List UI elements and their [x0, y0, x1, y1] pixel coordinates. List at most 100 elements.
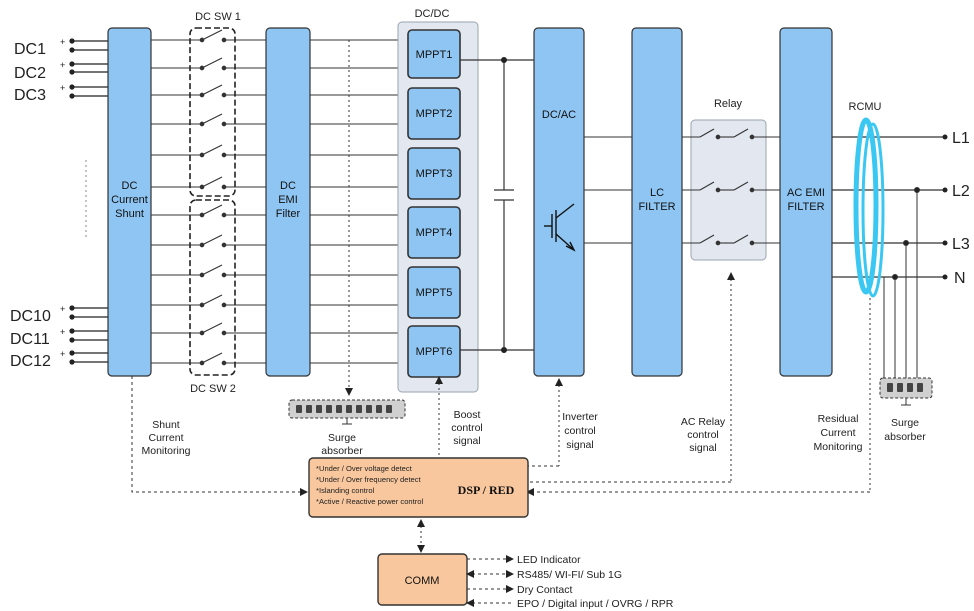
ac-relay-signal-note: AC Relay control signal [681, 416, 726, 454]
dc-emi-label-2: EMI [278, 194, 298, 206]
shunt-note-1: Shunt [152, 419, 180, 431]
comm-arrowheads [466, 555, 514, 607]
input-label-dc10: DC10 [10, 308, 51, 325]
relay-note-2: control [687, 429, 719, 441]
dsp-comm-arrow-down [417, 545, 425, 553]
igbt-icon [544, 203, 576, 252]
plus-sign: + [60, 37, 65, 47]
ac-output-wires [832, 136, 945, 278]
mppt5-block [407, 266, 461, 319]
dsp-note-4: *Active / Reactive power control [316, 497, 424, 506]
dsp-note-1: *Under / Over voltage detect [316, 464, 413, 473]
mppt3-label: MPPT3 [416, 168, 453, 180]
mppt6-block [407, 325, 461, 378]
mppt1-block [407, 29, 461, 79]
switch-wires [151, 39, 266, 364]
input-label-dc2: DC2 [14, 65, 46, 82]
comm-output-lines [467, 558, 512, 604]
dc-emi-filter-block: DC EMI Filter [265, 27, 311, 377]
inverter-note-3: signal [566, 439, 593, 451]
surge-absorber-left: Surge absorber [288, 399, 406, 457]
rcmu-to-dsp-arrow [526, 488, 534, 496]
shunt-note-3: Monitoring [141, 445, 190, 457]
dcdc-title: DC/DC [415, 8, 450, 20]
lc-label-2: FILTER [638, 201, 675, 213]
dsp-label: DSP / RED [458, 483, 515, 497]
boost-signal-arrow [435, 376, 443, 384]
plus-sign: + [60, 327, 65, 337]
dcac-lc-wires [584, 136, 632, 244]
mppt1-label: MPPT1 [416, 49, 453, 61]
dc-sw1-group: DC SW 1 [189, 11, 241, 197]
dcac-block: DC/AC [533, 27, 585, 377]
plus-sign: + [60, 304, 65, 314]
dsp-comm-arrow-up [417, 519, 425, 527]
mppt3-block [407, 147, 461, 200]
inverter-signal-arrow [555, 378, 563, 386]
emi-mppt-wires [310, 39, 408, 364]
shunt-note-2: Current [148, 432, 183, 444]
dc-sw1-label: DC SW 1 [195, 11, 241, 23]
boost-note-1: Boost [454, 409, 481, 421]
output-label-l2: L2 [952, 183, 970, 200]
mppt2-label: MPPT2 [416, 108, 453, 120]
dcac-label: DC/AC [542, 109, 576, 121]
rcmu-sensor: RCMU [849, 101, 885, 298]
mppt2-block [407, 87, 461, 140]
boost-note-3: signal [453, 435, 480, 447]
rcmu-label: RCMU [849, 101, 882, 113]
comm-block: COMM [377, 553, 468, 606]
surge-right-label-1: Surge [891, 417, 919, 429]
dc-bus [460, 59, 534, 351]
bus-node [501, 347, 507, 353]
relay-signal-arrow [727, 272, 735, 280]
relay-title: Relay [714, 98, 743, 110]
surge-left-label-1: Surge [328, 432, 356, 444]
input-label-dc12: DC12 [10, 353, 51, 370]
relay-contacts [682, 128, 780, 246]
boost-signal-note: Boost control signal [451, 409, 483, 447]
dsp-red-block: *Under / Over voltage detect *Under / Ov… [308, 457, 529, 518]
output-label-l1: L1 [952, 130, 970, 147]
plus-sign: + [60, 83, 65, 93]
control-signal-lines [131, 376, 870, 493]
surge-right-label-2: absorber [884, 431, 926, 443]
mppt4-block [407, 206, 461, 259]
inverter-note-2: control [564, 425, 596, 437]
input-label-dc1: DC1 [14, 41, 46, 58]
shunt-label-3: Shunt [115, 208, 144, 220]
residual-current-note: Residual Current Monitoring [813, 413, 862, 453]
surge-absorber-right: Surge absorber [879, 377, 933, 443]
input-label-dc11: DC11 [10, 331, 50, 348]
boost-note-2: control [451, 422, 483, 434]
ac-emi-label-2: FILTER [787, 201, 824, 213]
dsp-note-3: *Islanding control [316, 486, 375, 495]
inverter-note-1: Inverter [562, 411, 598, 423]
plus-sign: + [60, 349, 65, 359]
ac-emi-filter-block: AC EMI FILTER [779, 27, 833, 377]
shunt-monitoring-note: Shunt Current Monitoring [141, 419, 190, 457]
surge-left-label-2: absorber [321, 445, 363, 457]
shunt-to-dsp-arrow [300, 488, 308, 496]
ac-emi-label-1: AC EMI [787, 187, 825, 199]
dc-sw2-group: DC SW 2 [189, 199, 236, 395]
mppt-blocks: MPPT1 MPPT2 MPPT3 MPPT4 MPPT5 MPPT6 [407, 29, 461, 378]
bus-node [501, 57, 507, 63]
switch-contacts [199, 29, 227, 366]
comm-output-epo: EPO / Digital input / OVRG / RPR [517, 598, 674, 610]
residual-note-2: Current [820, 427, 855, 439]
lc-label-1: LC [650, 187, 664, 199]
comm-output-rs485: RS485/ WI-FI/ Sub 1G [517, 569, 622, 581]
dc-current-shunt-block: DC Current Shunt [107, 27, 152, 377]
dc-sw2-label: DC SW 2 [190, 383, 236, 395]
shunt-label-2: Current [111, 194, 148, 206]
relay-note-3: signal [689, 442, 716, 454]
dc-inputs-bottom: DC10 DC11 DC12 + + + [10, 304, 65, 370]
plus-sign: + [60, 60, 65, 70]
output-label-l3: L3 [952, 236, 970, 253]
residual-note-1: Residual [818, 413, 859, 425]
surge-right-taps [883, 187, 920, 378]
residual-note-3: Monitoring [813, 441, 862, 453]
dsp-note-2: *Under / Over frequency detect [316, 475, 422, 484]
